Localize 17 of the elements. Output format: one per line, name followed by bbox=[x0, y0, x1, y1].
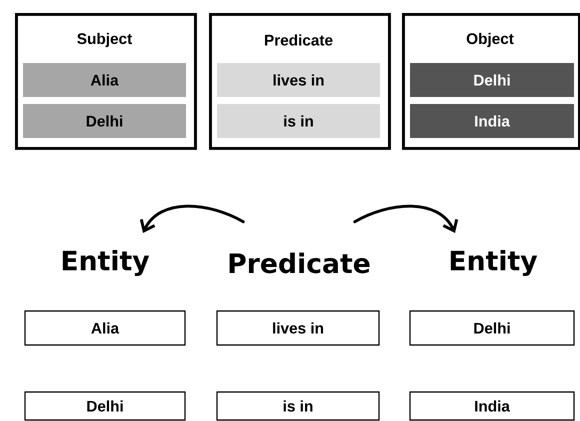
table-cell: is in bbox=[217, 104, 380, 138]
table-cell: lives in bbox=[217, 63, 380, 97]
table-cell: Delhi bbox=[23, 104, 186, 138]
table-cell: India bbox=[410, 104, 574, 138]
table-cell: Alia bbox=[23, 63, 186, 97]
entity-box: Alia bbox=[24, 310, 186, 346]
entity-box: Delhi bbox=[409, 310, 575, 346]
heading: Entity bbox=[450, 250, 538, 276]
curved-arrow bbox=[353, 204, 458, 234]
entity-box: Delhi bbox=[24, 391, 186, 421]
heading: Predicate bbox=[230, 252, 370, 274]
curved-arrow bbox=[140, 204, 245, 234]
table-cell: Delhi bbox=[410, 63, 574, 97]
entity-box: lives in bbox=[216, 310, 380, 346]
entity-box: India bbox=[409, 391, 575, 421]
heading: Entity bbox=[62, 250, 150, 276]
entity-box: is in bbox=[216, 391, 380, 421]
